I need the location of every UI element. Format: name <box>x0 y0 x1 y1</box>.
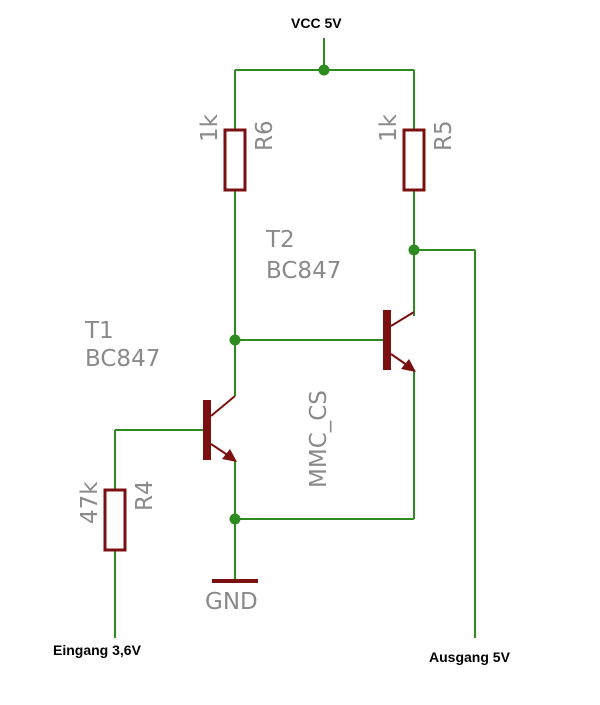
t2-emitter-arrow <box>401 359 416 372</box>
net-label-mmc-cs: MMC_CS <box>306 390 332 488</box>
vcc-label: VCC 5V <box>291 15 342 31</box>
t1-collector-lead <box>210 395 236 417</box>
output-label: Ausgang 5V <box>429 649 511 665</box>
r6-value: 1k <box>197 113 223 142</box>
r5-name: R5 <box>431 120 457 151</box>
t2-base-bar <box>383 310 391 370</box>
r5-value: 1k <box>376 113 402 142</box>
junction-t2-base <box>229 334 241 346</box>
input-label: Eingang 3,6V <box>53 642 142 658</box>
t2-type: BC847 <box>266 258 341 284</box>
r4-value: 47k <box>77 481 103 524</box>
junction-vcc <box>318 64 330 76</box>
t2-name: T2 <box>265 227 295 253</box>
t1-name: T1 <box>84 318 114 344</box>
r6-name: R6 <box>252 120 278 151</box>
resistors <box>103 128 426 552</box>
junction-emitter <box>229 513 241 525</box>
wires <box>114 38 476 638</box>
t2-collector-lead <box>390 311 415 327</box>
resistor-r6 <box>223 128 247 192</box>
transistor-t2 <box>383 310 416 372</box>
t1-emitter-arrow <box>222 449 237 462</box>
resistor-r5 <box>402 128 426 192</box>
t1-type: BC847 <box>85 346 160 372</box>
junction-output <box>408 244 420 256</box>
r4-name: R4 <box>132 480 158 511</box>
junctions <box>229 64 420 525</box>
transistor-t1 <box>203 395 237 462</box>
resistor-r4 <box>103 488 127 552</box>
t1-base-bar <box>203 400 211 460</box>
gnd-label: GND <box>205 589 258 615</box>
